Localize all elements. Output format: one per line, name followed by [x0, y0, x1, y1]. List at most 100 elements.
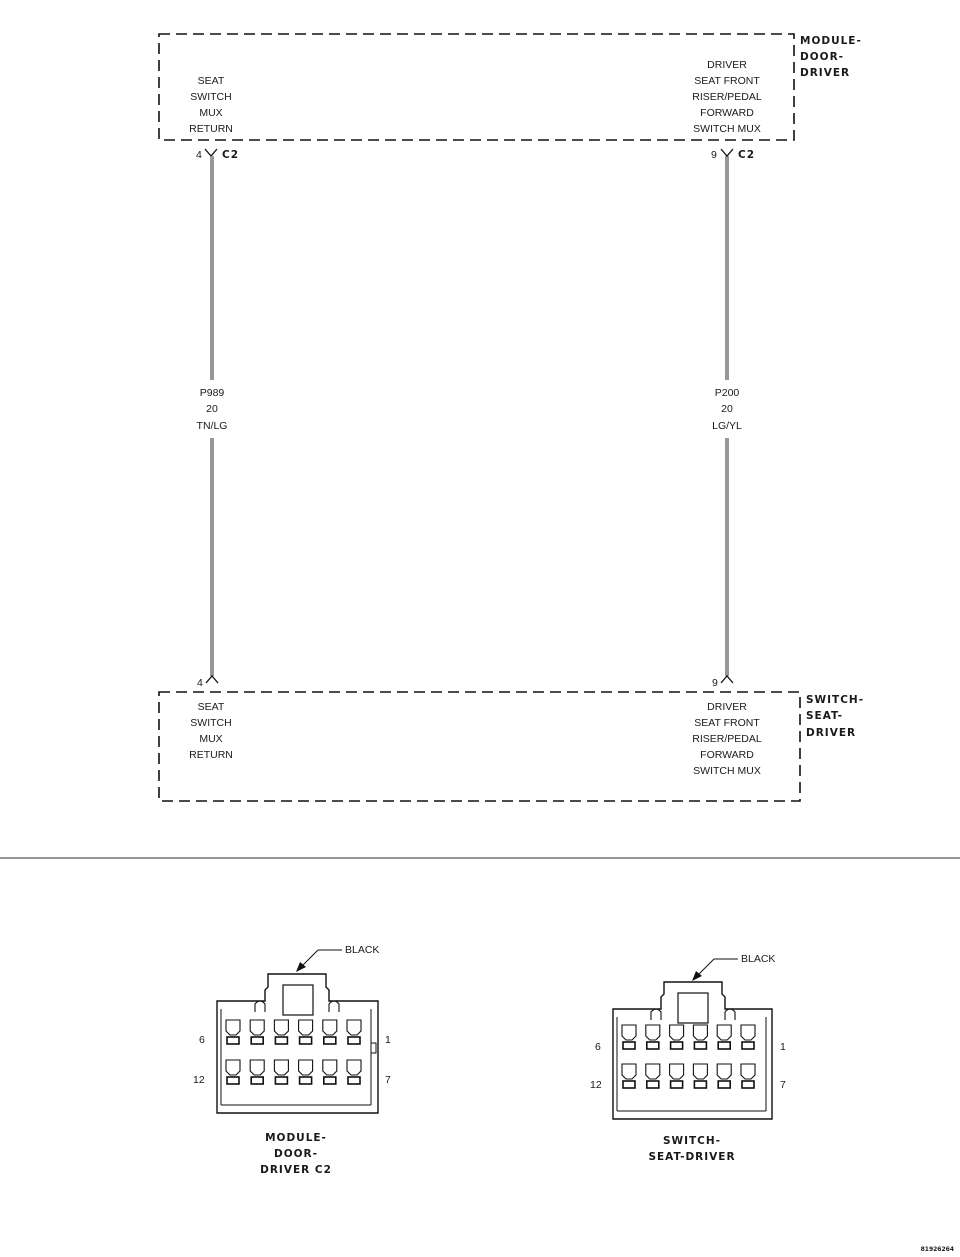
connector-1-pin-label-6: 6	[199, 1034, 205, 1046]
module-right-pin-terminal-icon	[720, 148, 734, 157]
module-right-fn-5: SWITCH MUX	[693, 123, 761, 135]
connector-2-color-label: BLACK	[741, 953, 775, 965]
connector-cavity	[298, 1059, 314, 1085]
module-left-connector-id: C2	[222, 149, 239, 161]
module-right-fn-3: RISER/PEDAL	[692, 91, 762, 103]
module-left-pin-terminal-icon	[204, 148, 218, 157]
connector-1-caption-line-2: DOOR-	[274, 1148, 318, 1160]
switch-left-fn-4: RETURN	[189, 749, 233, 761]
figure-id: 81926264	[921, 1246, 954, 1253]
switch-left-function-label: SEAT SWITCH MUX RETURN	[189, 701, 233, 761]
connector-cavity	[669, 1063, 685, 1089]
connector-cavity	[621, 1063, 637, 1089]
connector-1-caption-line-1: MODULE-	[265, 1132, 327, 1144]
connector-cavity	[621, 1024, 637, 1050]
switch-title-line-2: SEAT-	[806, 710, 843, 722]
connector-cavity	[225, 1019, 241, 1045]
connector-1-side-key	[370, 1042, 377, 1054]
connector-cavity	[273, 1019, 289, 1045]
connector-cavity	[322, 1059, 338, 1085]
connector-2-pin-label-1: 1	[780, 1041, 786, 1053]
connector-1-right-rib	[328, 1000, 340, 1012]
module-right-fn-1: DRIVER	[707, 59, 747, 71]
switch-left-fn-3: MUX	[199, 733, 222, 745]
module-left-fn-3: MUX	[199, 107, 222, 119]
connector-2-caption-line-2: SEAT-DRIVER	[648, 1151, 735, 1163]
module-left-fn-1: SEAT	[198, 75, 225, 87]
connector-1-cavities	[225, 1019, 362, 1085]
wire-p989-circuit: P989	[200, 387, 225, 399]
switch-left-fn-1: SEAT	[198, 701, 225, 713]
switch-left-fn-2: SWITCH	[190, 717, 231, 729]
connector-1-left-rib	[254, 1000, 266, 1012]
connector-cavity	[322, 1019, 338, 1045]
switch-right-fn-1: DRIVER	[707, 701, 747, 713]
connector-view-switch-seat-driver: BLACK 6 1 12 7 SWITCH- SEAT-DRIVER	[590, 953, 786, 1163]
switch-right-fn-4: FORWARD	[700, 749, 754, 761]
module-left-fn-4: RETURN	[189, 123, 233, 135]
wire-p200-color: LG/YL	[712, 420, 742, 432]
connector-cavity	[692, 1063, 708, 1089]
connector-view-module-door-driver-c2: BLACK 6 1 12 7 MODULE- DOOR- DRIVER C2	[193, 944, 391, 1176]
connector-2-pointer-arrow-icon	[692, 971, 702, 981]
connector-2-pin-label-6: 6	[595, 1041, 601, 1053]
connector-1-caption-line-3: DRIVER C2	[260, 1164, 332, 1176]
switch-title-line-1: SWITCH-	[806, 694, 864, 706]
switch-left-pin-number: 4	[197, 677, 203, 689]
wire-p989	[210, 156, 214, 676]
connector-2-right-rib	[724, 1008, 736, 1020]
switch-right-pin-number: 9	[712, 677, 718, 689]
connector-cavity	[249, 1019, 265, 1045]
wire-p989-gauge: 20	[206, 403, 218, 415]
switch-right-function-label: DRIVER SEAT FRONT RISER/PEDAL FORWARD SW…	[692, 701, 762, 777]
connector-2-latch	[677, 992, 709, 1024]
connector-1-latch	[282, 984, 314, 1016]
connector-1-pin-label-12: 12	[193, 1074, 205, 1086]
connector-cavity	[346, 1019, 362, 1045]
connector-1-pin-label-1: 1	[385, 1034, 391, 1046]
switch-right-pin-terminal-icon	[720, 675, 734, 684]
connector-cavity	[716, 1063, 732, 1089]
module-right-fn-2: SEAT FRONT	[694, 75, 760, 87]
module-title-line-1: MODULE-	[800, 35, 862, 47]
wire-p989-label: P989 20 TN/LG	[197, 387, 228, 432]
connector-cavity	[692, 1024, 708, 1050]
module-left-fn-2: SWITCH	[190, 91, 231, 103]
connector-2-pin-label-7: 7	[780, 1079, 786, 1091]
switch-seat-driver-box	[158, 691, 801, 802]
connector-cavity	[225, 1059, 241, 1085]
connector-cavity	[645, 1063, 661, 1089]
connector-1-color-label: BLACK	[345, 944, 379, 956]
module-right-function-label: DRIVER SEAT FRONT RISER/PEDAL FORWARD SW…	[692, 59, 762, 135]
wire-p200-gauge: 20	[721, 403, 733, 415]
switch-right-fn-3: RISER/PEDAL	[692, 733, 762, 745]
wire-p200	[725, 156, 729, 676]
connector-cavity	[298, 1019, 314, 1045]
connector-2-left-rib	[650, 1008, 662, 1020]
module-title-line-3: DRIVER	[800, 67, 850, 79]
switch-right-fn-5: SWITCH MUX	[693, 765, 761, 777]
connector-1-pointer-arrow-icon	[296, 962, 306, 972]
connector-cavity	[273, 1059, 289, 1085]
connector-1-pin-label-7: 7	[385, 1074, 391, 1086]
module-right-fn-4: FORWARD	[700, 107, 754, 119]
wire-p200-label: P200 20 LG/YL	[712, 387, 742, 432]
connector-2-cavities	[621, 1024, 756, 1089]
switch-title-line-3: DRIVER	[806, 727, 856, 739]
module-left-pin-number: 4	[196, 149, 202, 161]
wire-p989-color: TN/LG	[197, 420, 228, 432]
connector-cavity	[716, 1024, 732, 1050]
module-left-function-label: SEAT SWITCH MUX RETURN	[189, 75, 233, 135]
connector-2-pin-label-12: 12	[590, 1079, 602, 1091]
connector-cavity	[669, 1024, 685, 1050]
connector-2-caption-line-1: SWITCH-	[663, 1135, 721, 1147]
wire-p200-circuit: P200	[715, 387, 740, 399]
module-right-connector-id: C2	[738, 149, 755, 161]
switch-right-fn-2: SEAT FRONT	[694, 717, 760, 729]
connector-cavity	[249, 1059, 265, 1085]
connector-cavity	[740, 1024, 756, 1050]
switch-left-pin-terminal-icon	[205, 675, 219, 684]
module-right-pin-number: 9	[711, 149, 717, 161]
module-title-line-2: DOOR-	[800, 51, 844, 63]
